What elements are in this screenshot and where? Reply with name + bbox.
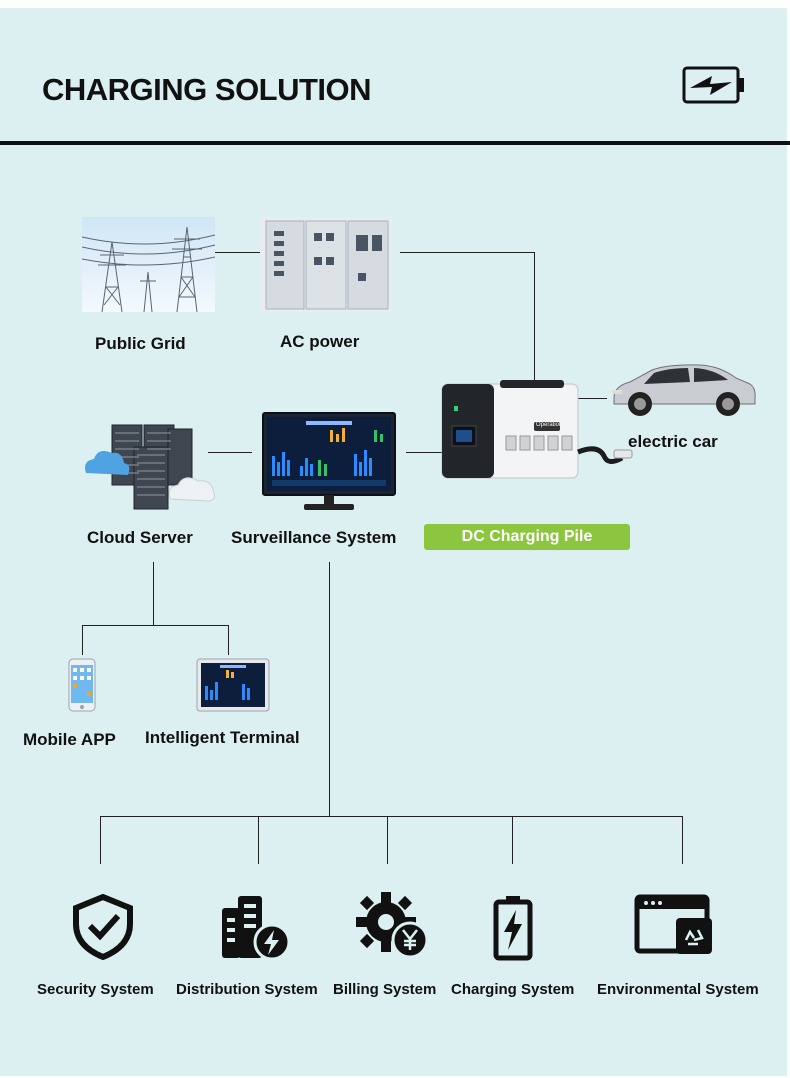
connector-grid-ac (215, 252, 260, 253)
mobile-app-label: Mobile APP (23, 730, 116, 749)
system-label-charging: Charging System (451, 981, 575, 998)
connector-surveillance-pile (406, 452, 442, 453)
surveillance-system-label: Surveillance System (231, 528, 397, 547)
header-divider (0, 141, 790, 145)
intelligent-terminal-label: Intelligent Terminal (145, 728, 300, 747)
connector-terminal-drop (228, 625, 229, 655)
connector-environmental-drop (682, 816, 683, 864)
battery-bolt-icon (493, 896, 533, 961)
building-bolt-icon (222, 896, 290, 960)
connector-app-drop (82, 625, 83, 655)
connector-charging-drop (512, 816, 513, 864)
ac-power-cabinet-image (260, 217, 392, 312)
connector-ac-pile-v (534, 252, 535, 390)
connector-cloud-down (153, 562, 154, 625)
public-grid-label: Public Grid (95, 334, 186, 353)
connector-billing-drop (387, 816, 388, 864)
power-tower-image (82, 217, 215, 312)
connector-cloud-surveillance (208, 452, 252, 453)
connector-distribution-drop (258, 816, 259, 864)
system-label-security: Security System (37, 981, 154, 998)
system-label-billing: Billing System (333, 981, 437, 998)
page-title: CHARGING SOLUTION (42, 72, 372, 107)
cloud-server-label: Cloud Server (87, 528, 193, 547)
cloud-server-image (85, 424, 215, 510)
connector-pile-car (575, 398, 607, 399)
gear-yen-icon (356, 892, 429, 959)
dc-charging-pile-label: DC Charging Pile (424, 524, 630, 550)
mobile-phone-image (68, 658, 96, 712)
terminal-tablet-image (196, 658, 270, 712)
system-label-environmental: Environmental System (597, 981, 759, 998)
ac-power-label: AC power (280, 332, 360, 351)
electric-car-image (612, 364, 756, 416)
battery-charging-icon (682, 66, 744, 104)
connector-cloud-branch (82, 625, 229, 626)
system-label-distribution: Distribution System (176, 981, 318, 998)
connector-systems-bus (100, 816, 683, 817)
shield-check-icon (73, 894, 133, 960)
connector-ac-pile-h (400, 252, 534, 253)
connector-surveillance-down (329, 562, 330, 816)
charger-screen-text: Operation (536, 422, 563, 428)
connector-security-drop (100, 816, 101, 864)
surveillance-monitor-image (262, 412, 396, 510)
window-recycle-icon (634, 894, 712, 954)
dc-charging-pile-image (441, 380, 633, 479)
electric-car-label: electric car (628, 432, 718, 451)
